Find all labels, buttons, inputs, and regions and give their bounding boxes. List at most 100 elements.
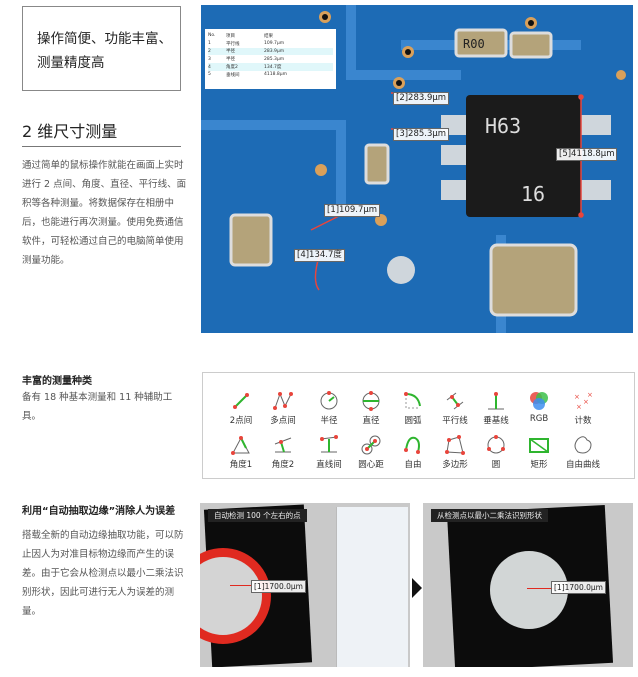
table-header: No. 项目 结果: [208, 32, 333, 40]
tool-icon: [320, 435, 338, 453]
software-panel: [336, 507, 408, 667]
col-result: 结果: [264, 33, 273, 39]
tool-icon: [487, 435, 505, 454]
svg-text:×: ×: [576, 403, 582, 411]
tool-label: 矩形: [530, 460, 548, 470]
cell: 平行线: [226, 41, 240, 47]
tool-12[interactable]: 直线间: [307, 434, 351, 470]
measurement-label: [1]1700.0μm: [551, 581, 606, 594]
tool-11[interactable]: 角度2: [261, 434, 305, 470]
tool-4[interactable]: 直径: [349, 390, 393, 426]
tool-icon: [488, 392, 504, 410]
tool-icon: ××××: [574, 391, 593, 411]
tool-10[interactable]: 角度1: [219, 434, 263, 470]
chip-marking-bottom: 16: [521, 182, 545, 206]
measurement-label: [1]1700.0μm: [251, 580, 306, 593]
measurement-label: [3]285.3μm: [393, 128, 450, 141]
section-edge-body: 搭载全新的自动边缘抽取功能，可以防止因人为对准目标物边缘而产生的误差。由于它会从…: [22, 530, 184, 617]
resistor-marking: R00: [463, 37, 485, 51]
tool-16[interactable]: 圆: [474, 434, 518, 470]
cell: 285.3μm: [264, 56, 285, 62]
tool-18[interactable]: 自由曲线: [561, 434, 605, 470]
tool-1[interactable]: 2点间: [219, 390, 263, 426]
tool-6[interactable]: 平行线: [433, 390, 477, 426]
tool-icon: [404, 392, 421, 409]
tool-label: 角度1: [229, 460, 253, 470]
cell: 134.7度: [264, 65, 282, 71]
measurement-label: [2]283.9μm: [393, 92, 450, 105]
tool-5[interactable]: 圆弧: [391, 390, 435, 426]
col-item: 项目: [226, 33, 235, 39]
feature-headline-box: 操作简便、功能丰富、 测量精度高: [22, 6, 181, 91]
measurement-label: [1]109.7μm: [324, 204, 381, 217]
caption: 从检测点以最小二乘法识别形状: [431, 509, 548, 522]
cell: 109.7μm: [264, 41, 285, 47]
tool-label: 计数: [574, 416, 592, 426]
tool-label: 多边形: [442, 460, 468, 470]
pcb-graphic: H63 16 R00: [201, 5, 626, 333]
svg-text:×: ×: [574, 393, 580, 401]
tool-3[interactable]: 半径: [307, 390, 351, 426]
tool-2[interactable]: 多点间: [261, 390, 305, 426]
tool-label: 圆心距: [358, 460, 384, 470]
section-2d-body: 通过简单的鼠标操作就能在画面上实时进行 2 点间、角度、直径、平行线、面积等各种…: [22, 160, 187, 266]
tool-icon: [320, 391, 338, 410]
tool-label: 直线间: [316, 460, 342, 470]
tool-label: 圆弧: [404, 416, 422, 426]
headline-line-2: 测量精度高: [37, 55, 105, 71]
cell: 283.9μm: [264, 48, 285, 54]
arrow-right-icon: [412, 578, 422, 598]
tool-13[interactable]: 圆心距: [349, 434, 393, 470]
cell: 5: [208, 72, 211, 78]
tool-icon: [362, 391, 380, 411]
tool-17[interactable]: 矩形: [517, 434, 561, 470]
tool-icon: [446, 392, 464, 410]
tool-icon: [530, 392, 548, 410]
section-types-body: 备有 18 种基本测量和 11 种辅助工具。: [22, 392, 173, 422]
tool-label: 多点间: [270, 416, 296, 426]
tool-label: 半径: [320, 416, 338, 426]
table-row: 4 角度2 134.7度: [208, 63, 333, 71]
table-row: 2 半径 283.9μm: [208, 47, 333, 56]
headline-line-1: 操作简便、功能丰富、: [37, 31, 172, 47]
svg-text:×: ×: [587, 391, 593, 399]
section-title-types: 丰富的测量种类: [22, 376, 92, 387]
least-squares-photo: [1]1700.0μm 从检测点以最小二乘法识别形状: [423, 503, 633, 667]
auto-detect-photo: [1]1700.0μm 自动检测 100 个左右的点: [200, 503, 410, 667]
tool-7[interactable]: 垂基线: [474, 390, 518, 426]
tool-icon: [361, 435, 381, 455]
tool-9[interactable]: ××××计数: [561, 390, 605, 426]
divider: [22, 146, 181, 147]
tool-label: 直径: [362, 416, 380, 426]
tool-label: 平行线: [442, 416, 468, 426]
cell: 半径: [226, 49, 235, 55]
svg-text:×: ×: [583, 398, 589, 406]
section-title-2d: 2 维尺寸测量: [22, 122, 118, 141]
caption: 自动检测 100 个左右的点: [208, 509, 307, 522]
section-title-edge: 利用“自动抽取边缘”消除人为误差: [22, 506, 176, 517]
tool-label: 2点间: [229, 416, 253, 426]
col-no: No.: [208, 33, 216, 39]
measurement-label: [4]134.7度: [294, 249, 345, 262]
tool-label: RGB: [529, 414, 549, 424]
cell: 垂线间: [226, 72, 240, 78]
tool-icon: [404, 436, 420, 454]
tool-icon: [231, 436, 250, 455]
cell: 4: [208, 64, 211, 70]
tool-icon: [233, 393, 249, 409]
cell: 角度2: [226, 65, 238, 71]
tool-icon: [529, 438, 549, 453]
cell: 2: [208, 48, 211, 54]
tool-icon: [274, 437, 292, 453]
tool-15[interactable]: 多边形: [433, 434, 477, 470]
measurement-label: [5]4118.8μm: [556, 148, 618, 161]
tool-8[interactable]: RGB: [517, 390, 561, 424]
tool-14[interactable]: 自由: [391, 434, 435, 470]
chip-marking-top: H63: [485, 114, 521, 138]
